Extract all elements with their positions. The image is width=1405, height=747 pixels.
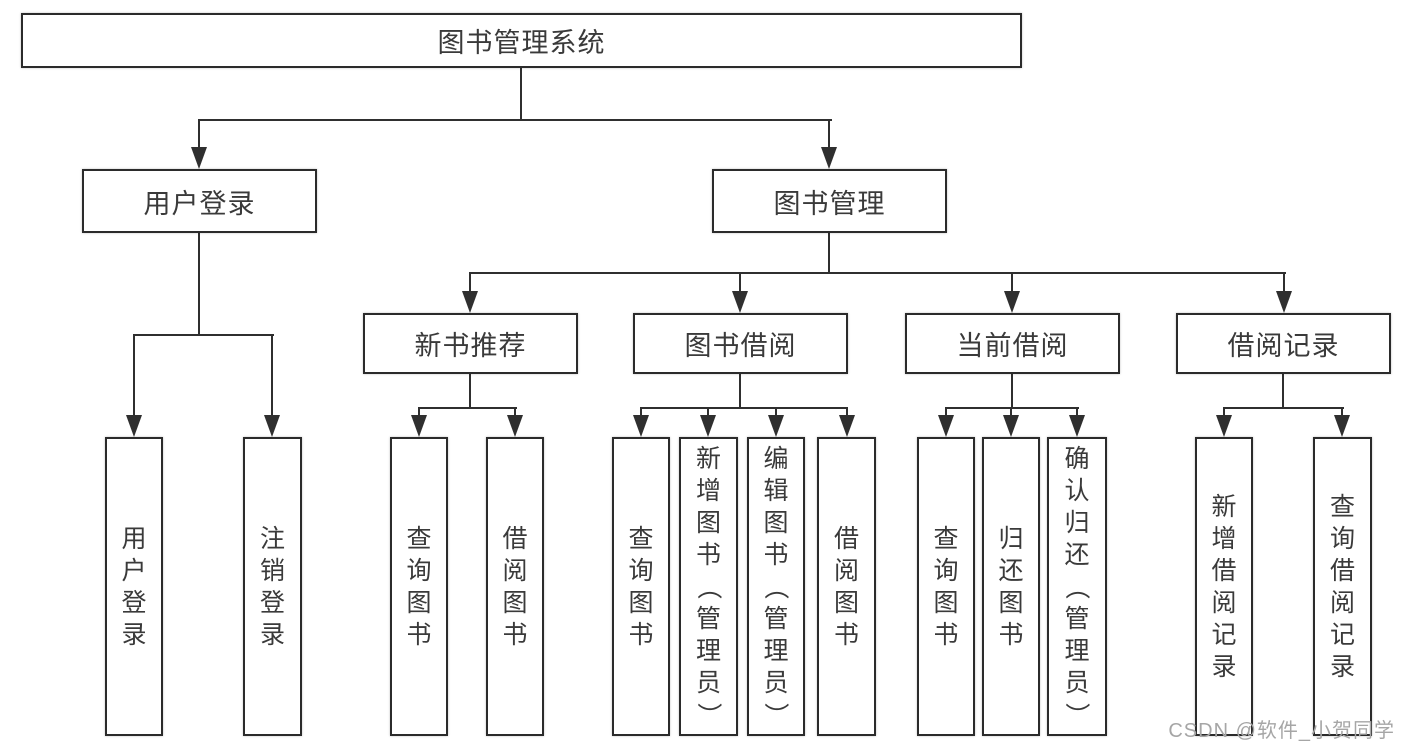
arrow-down-icon	[633, 415, 649, 437]
node-book-management: 图书管理	[712, 169, 947, 233]
connector-line	[640, 407, 848, 409]
leaf-newbook-query: 查询图书	[390, 437, 448, 736]
leaf-records-add: 新增借阅记录	[1195, 437, 1253, 736]
leaf-current-confirm-return: 确认归还（管理员）	[1047, 437, 1107, 736]
connector-line	[469, 374, 471, 409]
connector-line	[1341, 407, 1343, 417]
leaf-records-query-label: 查询借阅记录	[1329, 492, 1355, 681]
node-current-borrow: 当前借阅	[905, 313, 1120, 374]
connector-line	[640, 407, 642, 417]
node-book-borrow-label: 图书借阅	[684, 331, 797, 361]
arrow-down-icon	[264, 415, 280, 437]
leaf-logout: 注销登录	[243, 437, 302, 736]
connector-line	[1223, 407, 1225, 417]
connector-line	[133, 334, 274, 336]
node-book-borrow: 图书借阅	[633, 313, 848, 374]
leaf-borrow-borrow-label: 借阅图书	[833, 524, 859, 649]
leaf-borrow-borrow: 借阅图书	[817, 437, 876, 736]
connector-line	[828, 233, 830, 274]
leaf-current-confirm-return-label: 确认归还（管理员）	[1062, 444, 1091, 728]
leaf-logout-label: 注销登录	[259, 524, 285, 649]
connector-line	[520, 68, 522, 121]
connector-line	[945, 407, 947, 417]
connector-line	[775, 407, 777, 417]
connector-line	[198, 119, 200, 149]
arrow-down-icon	[462, 291, 478, 313]
arrow-down-icon	[1216, 415, 1232, 437]
connector-line	[846, 407, 848, 417]
leaf-borrow-query: 查询图书	[612, 437, 670, 736]
node-user-login: 用户登录	[82, 169, 317, 233]
connector-line	[1011, 374, 1013, 409]
leaf-user-login: 用户登录	[105, 437, 163, 736]
arrow-down-icon	[1334, 415, 1350, 437]
connector-line	[133, 334, 135, 416]
arrow-down-icon	[839, 415, 855, 437]
node-new-book-recommend-label: 新书推荐	[414, 331, 527, 361]
leaf-user-login-label: 用户登录	[121, 524, 147, 649]
leaf-borrow-edit: 编辑图书（管理员）	[747, 437, 805, 736]
leaf-newbook-borrow-label: 借阅图书	[502, 524, 528, 649]
node-new-book-recommend: 新书推荐	[363, 313, 578, 374]
leaf-current-return: 归还图书	[982, 437, 1040, 736]
node-borrow-records: 借阅记录	[1176, 313, 1391, 374]
connector-line	[1283, 272, 1285, 293]
connector-line	[1011, 272, 1013, 293]
arrow-down-icon	[700, 415, 716, 437]
connector-line	[198, 233, 200, 336]
connector-line	[828, 119, 830, 149]
node-book-management-label: 图书管理	[773, 188, 886, 219]
connector-line	[418, 407, 420, 417]
connector-line	[945, 407, 1079, 409]
leaf-records-query: 查询借阅记录	[1313, 437, 1372, 736]
watermark: CSDN @软件_小贺同学	[1168, 720, 1395, 742]
arrow-down-icon	[732, 291, 748, 313]
arrow-down-icon	[191, 147, 207, 169]
arrow-down-icon	[1276, 291, 1292, 313]
leaf-current-query: 查询图书	[917, 437, 975, 736]
leaf-current-return-label: 归还图书	[998, 524, 1024, 649]
connector-line	[469, 272, 1286, 274]
arrow-down-icon	[768, 415, 784, 437]
connector-line	[271, 334, 273, 416]
connector-line	[1076, 407, 1078, 417]
node-user-login-label: 用户登录	[143, 188, 256, 219]
connector-line	[707, 407, 709, 417]
arrow-down-icon	[1004, 291, 1020, 313]
leaf-records-add-label: 新增借阅记录	[1211, 492, 1237, 681]
leaf-borrow-add-label: 新增图书（管理员）	[694, 444, 723, 728]
leaf-borrow-add: 新增图书（管理员）	[679, 437, 738, 736]
leaf-current-query-label: 查询图书	[933, 524, 959, 649]
arrow-down-icon	[1069, 415, 1085, 437]
connector-line	[1282, 374, 1284, 409]
connector-line	[1010, 407, 1012, 417]
leaf-newbook-query-label: 查询图书	[406, 524, 432, 649]
node-root: 图书管理系统	[21, 13, 1022, 68]
arrow-down-icon	[126, 415, 142, 437]
arrow-down-icon	[821, 147, 837, 169]
arrow-down-icon	[411, 415, 427, 437]
leaf-borrow-edit-label: 编辑图书（管理员）	[761, 444, 790, 728]
connector-line	[514, 407, 516, 417]
arrow-down-icon	[938, 415, 954, 437]
connector-line	[739, 374, 741, 409]
node-borrow-records-label: 借阅记录	[1227, 331, 1340, 361]
node-root-label: 图书管理系统	[437, 28, 606, 58]
leaf-newbook-borrow: 借阅图书	[486, 437, 544, 736]
node-current-borrow-label: 当前借阅	[956, 331, 1069, 361]
connector-line	[1223, 407, 1344, 409]
leaf-borrow-query-label: 查询图书	[628, 524, 654, 649]
arrow-down-icon	[1003, 415, 1019, 437]
connector-line	[418, 407, 517, 409]
arrow-down-icon	[507, 415, 523, 437]
connector-line	[198, 119, 832, 121]
connector-line	[469, 272, 471, 293]
connector-line	[739, 272, 741, 293]
